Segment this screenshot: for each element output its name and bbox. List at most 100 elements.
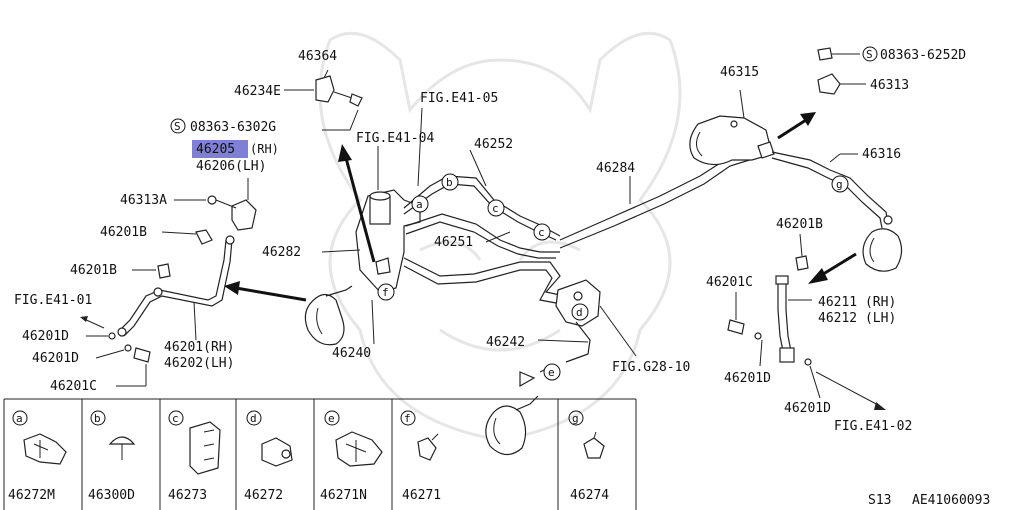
label-fig-e41-04[interactable]: FIG.E41-04 — [356, 131, 434, 146]
bracket-46313[interactable] — [817, 73, 841, 95]
label-46251: 46251 — [434, 235, 473, 250]
bolt-46282[interactable] — [375, 257, 391, 275]
legend-part-46272m: 46272M — [8, 488, 55, 503]
caliper-46240[interactable] — [304, 293, 345, 346]
svg-text:c: c — [492, 202, 499, 215]
label-46201b-1: 46201B — [100, 225, 147, 240]
bolt-46201c[interactable] — [133, 347, 151, 363]
svg-text:g: g — [572, 412, 579, 425]
sheet-number: S13 — [868, 493, 891, 508]
caliper-lower[interactable] — [485, 405, 527, 456]
legend-part-46274: 46274 — [570, 488, 609, 503]
callout-b[interactable]: b — [441, 173, 459, 191]
brake-hose-46201[interactable] — [119, 239, 227, 331]
callout-d[interactable]: d — [571, 303, 589, 321]
svg-text:e: e — [548, 366, 555, 379]
label-46252: 46252 — [474, 137, 513, 152]
label-46201d-2: 46201D — [32, 351, 79, 366]
svg-text:a: a — [16, 412, 23, 425]
legend-item-c[interactable]: c 46273 — [168, 410, 221, 503]
label-46206lh: 46206(LH) — [196, 159, 266, 174]
label-fig-g28-10[interactable]: FIG.G28-10 — [612, 360, 690, 375]
s-mark-icon-right — [862, 46, 878, 62]
legend-item-b[interactable]: b 46300D — [88, 410, 136, 503]
bolt-46313a[interactable] — [207, 195, 217, 205]
label-46316: 46316 — [862, 147, 901, 162]
svg-text:f: f — [404, 412, 411, 425]
washer-46201d-2[interactable] — [124, 344, 132, 352]
callout-a[interactable]: a — [411, 195, 429, 213]
svg-text:d: d — [576, 306, 583, 319]
label-46242: 46242 — [486, 335, 525, 350]
footer: S13 AE41060093 — [868, 493, 990, 508]
legend-item-f[interactable]: f 46271 — [400, 410, 441, 503]
legend-part-46273: 46273 — [168, 488, 207, 503]
legend-item-a[interactable]: a 46272M — [8, 410, 67, 503]
label-46313: 46313 — [870, 78, 909, 93]
svg-text:d: d — [250, 412, 257, 425]
brake-pipe-46252[interactable] — [403, 175, 561, 237]
bolt-46201c-right[interactable] — [727, 319, 745, 335]
caliper-rear-right[interactable] — [862, 228, 903, 272]
callout-c-upper[interactable]: c — [487, 199, 505, 217]
label-46201d-3: 46201D — [724, 371, 771, 386]
highlight-46205 — [192, 140, 248, 158]
svg-text:e: e — [328, 412, 335, 425]
rear-right-assembly — [689, 47, 903, 410]
label-fig-e41-02[interactable]: FIG.E41-02 — [834, 419, 912, 434]
legend-part-46300d: 46300D — [88, 488, 135, 503]
flag-marker — [519, 371, 536, 388]
bolt-46364[interactable] — [349, 93, 363, 107]
part-labels: 46364 46234E S 08363-6302G 46205 (RH) 46… — [14, 46, 966, 434]
legend-item-d[interactable]: d 46272 — [244, 410, 293, 503]
label-46211rh: 46211 (RH) — [818, 295, 896, 310]
svg-text:b: b — [446, 176, 453, 189]
label-46201b-3: 46201B — [776, 217, 823, 232]
label-46240: 46240 — [332, 346, 371, 361]
label-46234e: 46234E — [234, 84, 281, 99]
callout-f[interactable]: f — [377, 283, 395, 301]
label-46201c-1: 46201C — [50, 379, 97, 394]
brake-hose-46211[interactable] — [777, 282, 785, 357]
callout-e[interactable]: e — [543, 363, 561, 381]
bolt-08363-6252d[interactable] — [817, 47, 833, 61]
label-46201c-2: 46201C — [706, 275, 753, 290]
brake-pipe-46251[interactable] — [405, 213, 560, 253]
washer-46201d-3[interactable] — [754, 332, 762, 340]
s-mark-letter-right: S — [866, 48, 873, 61]
label-46284: 46284 — [596, 161, 635, 176]
legend-table: a 46272M b 46300D c 46273 d 46272 — [3, 398, 637, 510]
part-46364-bracket[interactable] — [315, 75, 335, 103]
washer-46201d-4[interactable] — [804, 358, 812, 366]
legend-part-46271n: 46271N — [320, 488, 367, 503]
diagram-code: AE41060093 — [912, 493, 990, 508]
rear-left-assembly — [485, 279, 637, 456]
callout-g[interactable]: g — [831, 175, 849, 193]
s-mark-icon — [170, 118, 186, 134]
clip-46201b-lower[interactable] — [157, 263, 171, 279]
label-08363-6252d: 08363-6252D — [880, 48, 966, 63]
label-rh: (RH) — [250, 142, 279, 156]
front-left-assembly — [80, 69, 363, 387]
caliper-46242[interactable] — [555, 279, 601, 327]
label-46202lh: 46202(LH) — [164, 356, 234, 371]
svg-text:a: a — [416, 198, 423, 211]
label-46315: 46315 — [720, 65, 759, 80]
bracket-46313-right[interactable] — [757, 141, 775, 159]
label-46201rh: 46201(RH) — [164, 340, 234, 355]
label-46201b-2: 46201B — [70, 263, 117, 278]
label-46205[interactable]: 46205 — [196, 142, 235, 157]
clip-46201b-right[interactable] — [795, 255, 809, 271]
label-fig-e41-01[interactable]: FIG.E41-01 — [14, 293, 92, 308]
legend-item-e[interactable]: e 46271N — [320, 410, 383, 503]
clip-46201b-upper[interactable] — [195, 229, 213, 245]
legend-item-g[interactable]: g 46274 — [568, 410, 609, 503]
label-46282: 46282 — [262, 245, 301, 260]
bracket-46205[interactable] — [231, 199, 257, 231]
washer-46201d-1[interactable] — [108, 332, 116, 340]
label-46364: 46364 — [298, 49, 337, 64]
callout-c-lower[interactable]: c — [533, 223, 551, 241]
brake-line-46316[interactable] — [771, 151, 889, 225]
label-fig-e41-05[interactable]: FIG.E41-05 — [420, 91, 498, 106]
